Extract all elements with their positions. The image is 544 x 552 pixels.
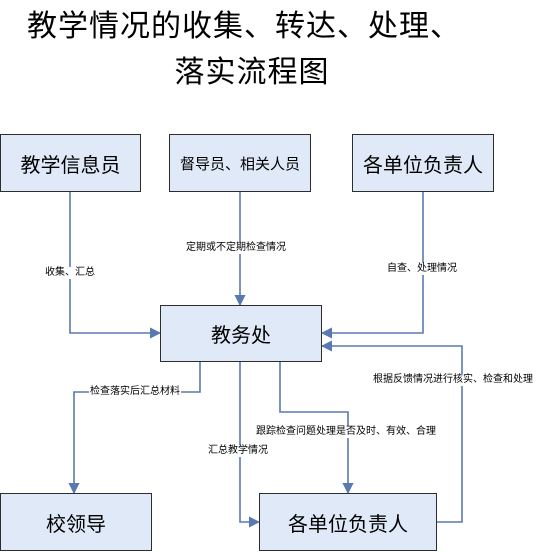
node-unit-head-top-label: 各单位负责人: [363, 152, 483, 177]
node-supervisor-label: 督导员、相关人员: [179, 154, 300, 173]
node-info-officer: 教学信息员: [0, 134, 141, 192]
node-supervisor: 督导员、相关人员: [169, 134, 311, 192]
edge-unit-top-to-affairs: [320, 192, 424, 339]
node-unit-head-bottom: 各单位负责人: [259, 493, 437, 551]
node-academic-affairs-label: 教务处: [211, 323, 271, 347]
node-info-officer-label: 教学信息员: [20, 152, 121, 177]
page-title: 教学情况的收集、转达、处理、 落实流程图: [0, 4, 544, 96]
node-school-leadership: 校领导: [0, 493, 152, 551]
edge-affairs-to-leadership: [68, 362, 201, 495]
edge-label-periodic-check: 定期或不定期检查情况: [185, 242, 287, 254]
title-line-2: 落实流程图: [174, 55, 330, 90]
node-unit-head-top: 各单位负责人: [352, 134, 494, 192]
edge-label-collect: 收集、汇总: [44, 267, 96, 279]
edge-label-check-implementation: 检查落实后汇总材料: [89, 386, 181, 398]
node-unit-head-bottom-label: 各单位负责人: [288, 511, 408, 536]
title-line-1: 教学情况的收集、转达、处理、: [27, 9, 461, 44]
edge-label-self-check: 自查、处理情况: [386, 263, 458, 275]
edge-info-to-affairs: [69, 192, 162, 339]
node-school-leadership-label: 校领导: [46, 511, 106, 536]
edge-affairs-to-unit-track: [279, 362, 354, 495]
edge-unit-bottom-to-affairs: [320, 340, 463, 523]
edge-label-verify: 根据反馈情况进行核实、检查和处理: [372, 374, 534, 386]
edge-label-track-issues: 跟踪检查问题处理是否及时、有效、合理: [255, 426, 437, 438]
node-academic-affairs: 教务处: [160, 305, 322, 362]
edge-affairs-to-unit-summary: [239, 362, 261, 528]
edge-label-summarize: 汇总教学情况: [207, 445, 269, 457]
